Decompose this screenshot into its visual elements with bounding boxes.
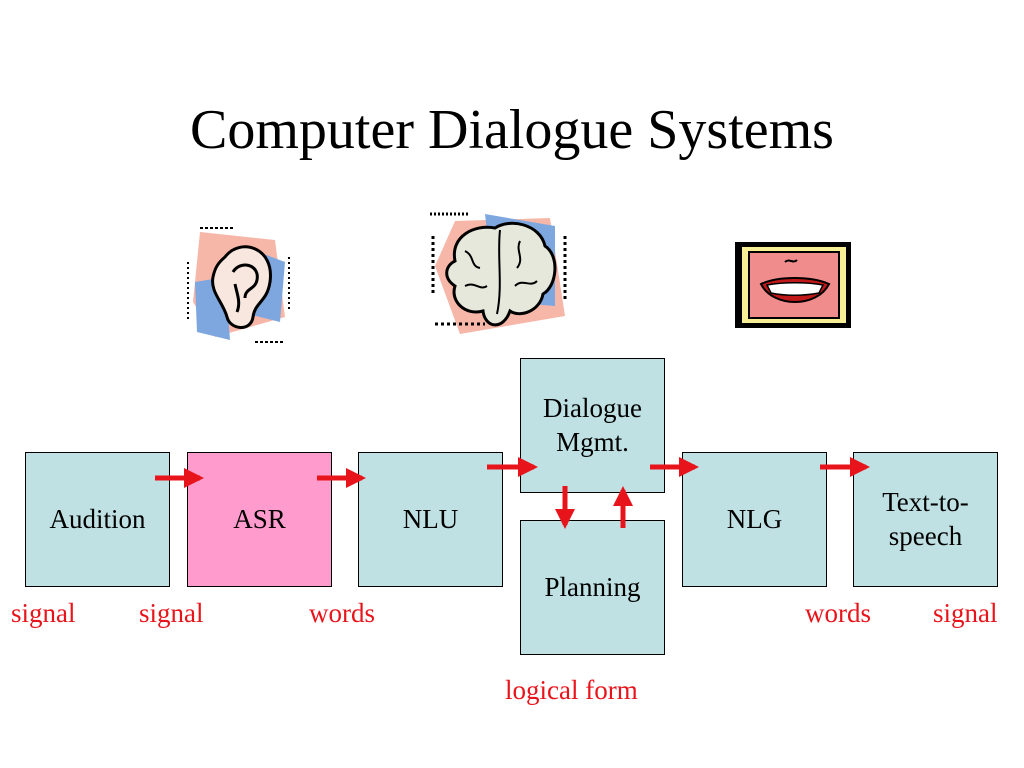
nlu-box: NLU [358,452,503,587]
slide-title: Computer Dialogue Systems [190,99,834,161]
nlg-label: NLG [726,503,783,534]
brain-icon [430,212,567,334]
tts-label: Text-to- speech [882,486,969,551]
audition-label: Audition [49,503,146,534]
asr-box: ASR [187,452,332,587]
audition-box: Audition [25,452,170,587]
asr-label: ASR [233,503,286,534]
words-label-2: words [805,598,871,628]
dialogue-mgmt-label: Dialogue Mgmt. [543,392,642,457]
signal-label-1: signal [11,598,76,628]
signal-label-2: signal [139,598,204,628]
ear-icon [187,227,290,343]
words-label-1: words [309,598,375,628]
nlg-box: NLG [682,452,827,587]
nlu-label: NLU [402,503,459,534]
mouth-icon [735,242,851,328]
planning-box: Planning [520,520,665,655]
signal-label-3: signal [933,598,998,628]
tts-box: Text-to- speech [853,452,998,587]
planning-label: Planning [544,571,641,602]
dialogue-mgmt-box: Dialogue Mgmt. [520,358,665,493]
logical-form-label: logical form [505,675,638,705]
